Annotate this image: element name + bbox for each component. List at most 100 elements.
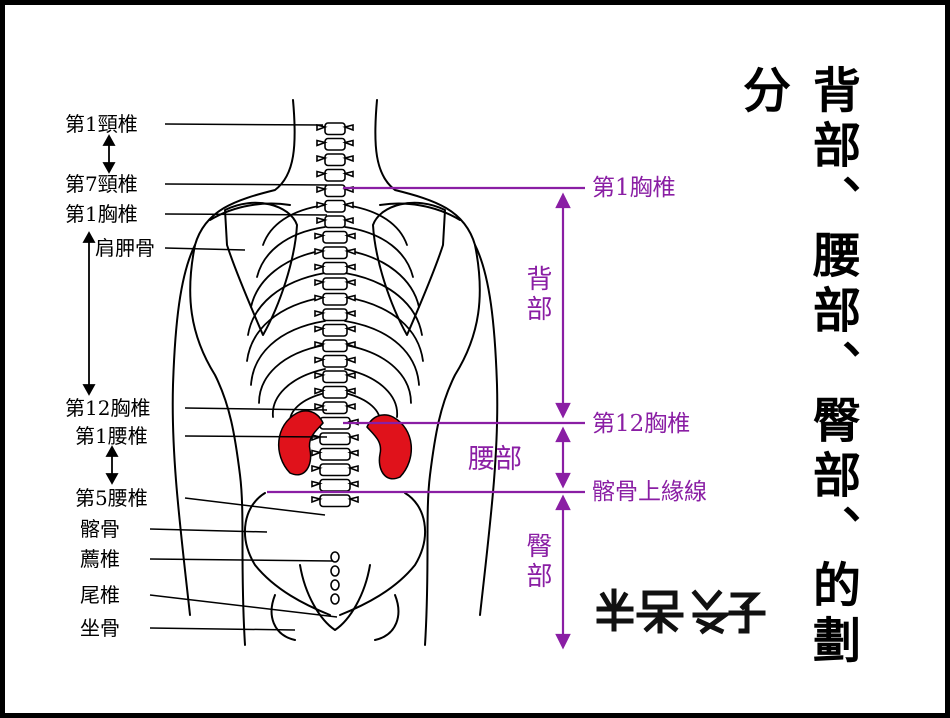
vertebra-process (344, 356, 356, 364)
label-iliac-crest: 髂骨上緣線 (592, 479, 707, 505)
vertebra-process (311, 495, 323, 504)
vertebra-process (314, 247, 326, 256)
vertebra (322, 261, 348, 275)
label-l1: 第1腰椎 (75, 424, 148, 448)
vertebra-process (314, 263, 326, 271)
vertebra-process (344, 263, 356, 271)
vertebra-process (311, 464, 323, 473)
vertebra (324, 122, 346, 136)
vertebra (324, 199, 346, 213)
vertebra (322, 339, 348, 353)
vertebra-process (316, 123, 328, 132)
spine (311, 122, 359, 605)
leader-ilium (149, 528, 268, 533)
neck-outline-right (374, 99, 481, 646)
vertebra-process (342, 216, 354, 225)
label-coccyx: 尾椎 (80, 583, 120, 607)
label-t12: 第12胸椎 (65, 396, 151, 420)
vertebra-process (314, 356, 326, 364)
vertebra-process (347, 449, 359, 457)
vertebra-process (344, 387, 356, 395)
vertebra (322, 292, 348, 306)
vertebra-process (344, 294, 356, 302)
vertebra (324, 215, 346, 229)
label-right-t12: 第12胸椎 (592, 411, 691, 437)
vertebra (319, 494, 351, 508)
sacral-foramen (330, 593, 340, 605)
vertebra-process (314, 402, 326, 411)
vertebra-process (316, 185, 328, 194)
vertebra-process (344, 278, 356, 287)
vertebra-process (344, 371, 356, 380)
vertebra-process (347, 480, 359, 488)
right-arm-outline (474, 244, 499, 616)
vertebra (324, 137, 346, 151)
vertebra (324, 168, 346, 182)
vertebra (322, 354, 348, 368)
vertebra-process (342, 139, 354, 147)
vertebra (322, 323, 348, 337)
leader-ischium (149, 627, 296, 631)
vertebra-process (314, 232, 326, 240)
region-back: 背部 (522, 265, 552, 325)
kidney-left (277, 410, 324, 476)
vertebra-process (314, 294, 326, 302)
label-ilium: 髂骨 (80, 517, 120, 541)
vertebra (322, 246, 348, 260)
vertebra-process (314, 278, 326, 287)
region-lumbar: 腰部 (468, 444, 522, 475)
leader-t1 (164, 213, 328, 216)
leader-coccyx (149, 594, 338, 618)
leader-c7 (164, 183, 328, 186)
brand-logo (596, 588, 766, 635)
leader-c1 (164, 123, 324, 126)
sacral-foramen (330, 551, 340, 563)
vertebra-process (314, 309, 326, 318)
vertebra-process (344, 309, 356, 318)
scapula-right-shape (372, 201, 446, 336)
vertebra-process (316, 170, 328, 178)
kidney-right (366, 414, 413, 480)
vertebra-process (344, 402, 356, 411)
pelvis-left (243, 492, 331, 616)
vertebra-process (314, 340, 326, 349)
vertebra (322, 230, 348, 244)
vertebra-process (344, 247, 356, 256)
leader-scapula (164, 247, 246, 251)
vertebra-process (314, 325, 326, 333)
vertebra-process (316, 201, 328, 209)
vertebra (324, 153, 346, 167)
vertebra-process (347, 464, 359, 473)
label-right-t1: 第1胸椎 (592, 175, 676, 201)
vertebra-process (347, 433, 359, 442)
vertebra-process (314, 387, 326, 395)
vertebra-process (344, 340, 356, 349)
label-t1: 第1胸椎 (65, 202, 138, 226)
vertebra (324, 184, 346, 198)
vertebra (322, 277, 348, 291)
vertebra-process (347, 495, 359, 504)
label-l5: 第5腰椎 (75, 486, 148, 510)
leader-l1 (184, 435, 328, 438)
left-arm-outline (171, 244, 196, 616)
vertebra-process (344, 232, 356, 240)
leader-sacrum (149, 558, 334, 562)
body-illustration (82, 99, 585, 650)
vertebra-process (342, 201, 354, 209)
leader-t12 (184, 407, 328, 411)
vertebra-process (316, 216, 328, 225)
vertebra (322, 385, 348, 399)
label-scapula: 肩胛骨 (95, 236, 155, 260)
vertebra-process (311, 480, 323, 488)
vertebra (319, 478, 351, 492)
sacral-foramen (330, 579, 340, 591)
kidneys (277, 410, 413, 480)
vertebra-process (314, 371, 326, 380)
vertebra-process (316, 154, 328, 163)
vertebra-process (311, 449, 323, 457)
vertebra (322, 308, 348, 322)
vertebra (319, 463, 351, 477)
page-title: 背部、腰部、臀部、的劃分 (734, 65, 860, 670)
vertebra-process (342, 154, 354, 163)
leader-l5 (184, 497, 326, 516)
